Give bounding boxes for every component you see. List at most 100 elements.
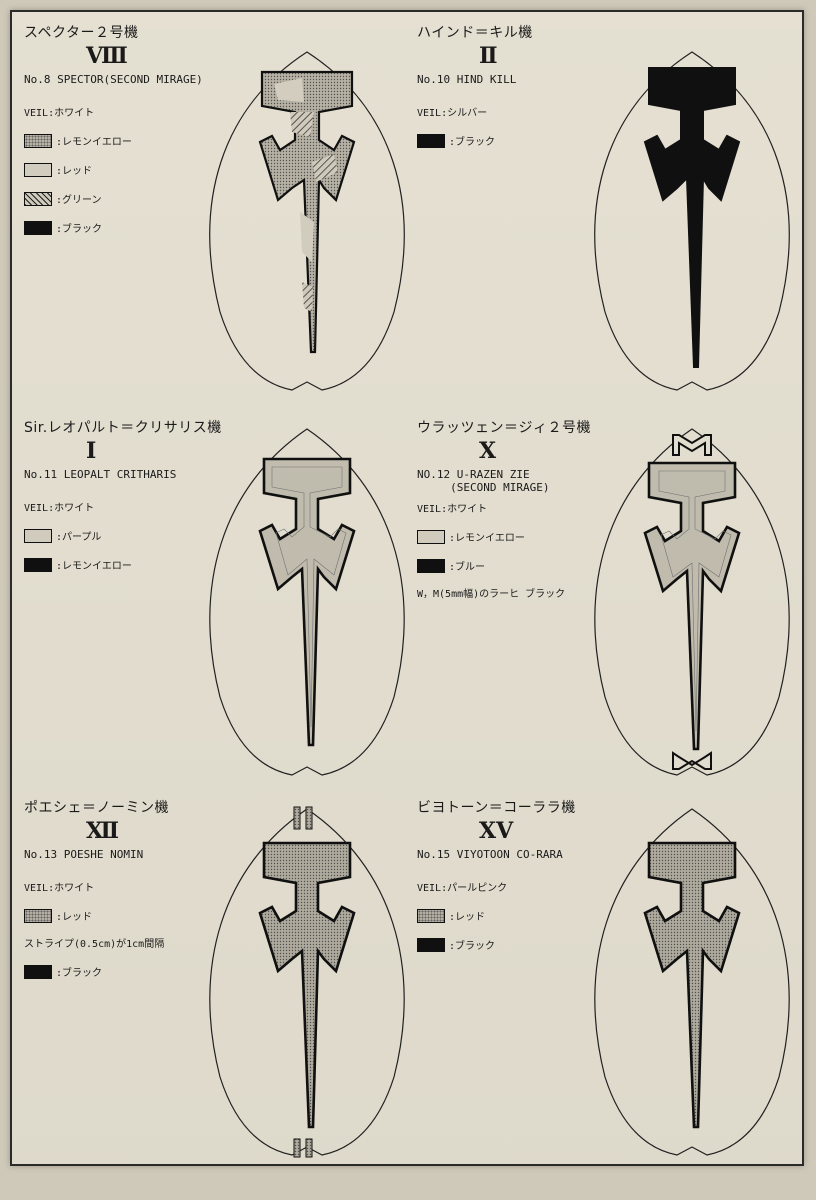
unit-number: No.10 HIND KILL xyxy=(417,73,517,86)
shield-outline xyxy=(594,51,790,391)
legend-item: :レモンイエロー xyxy=(417,529,637,544)
legend-label: :パープル xyxy=(56,532,102,543)
unit-veil: VEIL:ホワイト xyxy=(24,108,95,119)
legend-label: :レッド xyxy=(56,166,93,177)
top-stripe xyxy=(293,806,301,830)
color-swatch xyxy=(417,133,445,148)
color-swatch xyxy=(24,908,52,923)
unit-name: スペクター２号機 xyxy=(24,25,139,41)
unit-roman-numeral: Ⅹ xyxy=(479,438,497,464)
color-swatch xyxy=(24,191,52,206)
panel-leopalt: Sir.レオパルト＝クリサリス機 Ⅰ No.11 LEOPALT CRITHAR… xyxy=(12,407,407,791)
legend-item: :ブラック xyxy=(417,937,637,952)
shield-outline xyxy=(209,428,405,776)
legend-item: :レモンイエロー xyxy=(24,557,244,572)
color-swatch xyxy=(24,528,52,543)
top-m-stripe xyxy=(672,434,712,456)
unit-roman-numeral: Ⅱ xyxy=(479,43,498,69)
legend-label: :ブラック xyxy=(56,968,103,979)
u-razen-zie-info: ウラッツェン＝ジィ２号機 Ⅹ NO.12 U-RAZEN ZIE (SECOND… xyxy=(417,417,637,600)
color-swatch xyxy=(417,529,445,544)
unit-roman-numeral: XV xyxy=(479,818,514,844)
color-swatch xyxy=(24,557,52,572)
legend-label: :レモンイエロー xyxy=(56,137,132,148)
bottom-stripe xyxy=(293,1138,301,1158)
panel-poeshe-nomin: ポエシェ＝ノーミン機 Ⅻ No.13 POESHE NOMIN VEIL:ホワイ… xyxy=(12,787,407,1171)
unit-roman-numeral: Ⅷ xyxy=(86,43,128,69)
emblem-light-patch xyxy=(300,212,314,262)
unit-name: ポエシェ＝ノーミン機 xyxy=(24,800,169,816)
legend-label: :ブラック xyxy=(56,224,103,235)
unit-name: ウラッツェン＝ジィ２号機 xyxy=(417,420,591,436)
unit-number: NO.12 U-RAZEN ZIE (SECOND MIRAGE) xyxy=(417,468,550,494)
shield-outline xyxy=(209,51,405,391)
page-sheet: スペクター２号機 Ⅷ No.8 SPECTOR(SECOND MIRAGE) V… xyxy=(10,10,804,1166)
emblem-cross xyxy=(643,67,741,368)
emblem-inner-line xyxy=(658,470,732,732)
viyotoon-co-rara-emblem-drawing xyxy=(594,808,790,1156)
color-swatch xyxy=(417,908,445,923)
emblem-inner-line xyxy=(271,466,347,728)
unit-number: No.15 VIYOTOON CO-RARA xyxy=(417,848,563,861)
unit-veil: VEIL:パールピンク xyxy=(417,883,508,894)
stripe-note: W，M(5mm幅)のラーヒ ブラック xyxy=(417,589,566,600)
unit-veil: VEIL:シルバー xyxy=(417,108,488,119)
legend-item: :グリーン xyxy=(24,191,244,206)
unit-veil: VEIL:ホワイト xyxy=(24,503,95,514)
u-razen-zie-emblem-drawing xyxy=(594,428,790,776)
poeshe-nomin-emblem-drawing xyxy=(209,806,405,1158)
leopalt-emblem-drawing xyxy=(209,428,405,776)
legend-item: :レッド xyxy=(417,908,637,923)
color-swatch xyxy=(24,964,52,979)
legend-item: :レッド xyxy=(24,162,244,177)
legend-label: :ブラック xyxy=(449,941,496,952)
legend-item: :パープル xyxy=(24,528,244,543)
legend-label: :グリーン xyxy=(56,195,102,206)
leopalt-info: Sir.レオパルト＝クリサリス機 Ⅰ No.11 LEOPALT CRITHAR… xyxy=(24,417,244,572)
legend-label: :レッド xyxy=(449,912,486,923)
emblem-cross xyxy=(258,70,356,354)
unit-number: No.13 POESHE NOMIN xyxy=(24,848,144,861)
legend-label: :レモンイエロー xyxy=(449,533,525,544)
top-stripe xyxy=(305,806,313,830)
emblem-cross xyxy=(643,461,741,751)
emblem-hatch-patch xyxy=(312,154,338,182)
poeshe-nomin-info: ポエシェ＝ノーミン機 Ⅻ No.13 POESHE NOMIN VEIL:ホワイ… xyxy=(24,797,244,979)
spector-emblem-drawing xyxy=(209,51,405,391)
shield-outline xyxy=(594,808,790,1156)
spector-info: スペクター２号機 Ⅷ No.8 SPECTOR(SECOND MIRAGE) V… xyxy=(24,22,244,235)
color-swatch xyxy=(24,220,52,235)
color-swatch xyxy=(417,558,445,573)
emblem-hatch-patch xyxy=(302,282,313,312)
legend-item: :ブラック xyxy=(24,964,244,979)
panel-hind-kill: ハインド＝キル機 Ⅱ No.10 HIND KILL VEIL:シルバー :ブラ… xyxy=(407,12,802,396)
emblem-cross xyxy=(643,841,741,1129)
viyotoon-co-rara-info: ビヨトーン＝コーララ機 XV No.15 VIYOTOON CO-RARA VE… xyxy=(417,797,637,952)
color-swatch xyxy=(417,937,445,952)
unit-veil: VEIL:ホワイト xyxy=(24,883,95,894)
bottom-w-stripe xyxy=(672,751,712,770)
legend-item: :ブラック xyxy=(417,133,637,148)
legend-item: :ブルー xyxy=(417,558,637,573)
legend-item: :ブラック xyxy=(24,220,244,235)
unit-name: ハインド＝キル機 xyxy=(417,25,533,41)
color-swatch xyxy=(24,133,52,148)
legend-item: :レモンイエロー xyxy=(24,133,244,148)
hind-kill-info: ハインド＝キル機 Ⅱ No.10 HIND KILL VEIL:シルバー :ブラ… xyxy=(417,22,637,148)
unit-name: ビヨトーン＝コーララ機 xyxy=(417,800,576,816)
stripe-note: ストライプ(0.5cm)が1cm間隔 xyxy=(24,939,165,950)
color-swatch xyxy=(24,162,52,177)
emblem-light-patch xyxy=(274,78,304,102)
legend-item: :レッド xyxy=(24,908,244,923)
panel-viyotoon-co-rara: ビヨトーン＝コーララ機 XV No.15 VIYOTOON CO-RARA VE… xyxy=(407,787,802,1171)
panel-spector: スペクター２号機 Ⅷ No.8 SPECTOR(SECOND MIRAGE) V… xyxy=(12,12,407,396)
unit-name: Sir.レオパルト＝クリサリス機 xyxy=(24,420,222,436)
legend-label: :ブラック xyxy=(449,137,496,148)
emblem-cross xyxy=(258,457,356,747)
legend-label: :ブルー xyxy=(449,562,486,573)
bottom-stripe xyxy=(305,1138,313,1158)
unit-veil: VEIL:ホワイト xyxy=(417,504,488,515)
legend-label: :レッド xyxy=(56,912,93,923)
hind-kill-emblem-drawing xyxy=(594,51,790,391)
emblem-cross xyxy=(258,841,356,1129)
